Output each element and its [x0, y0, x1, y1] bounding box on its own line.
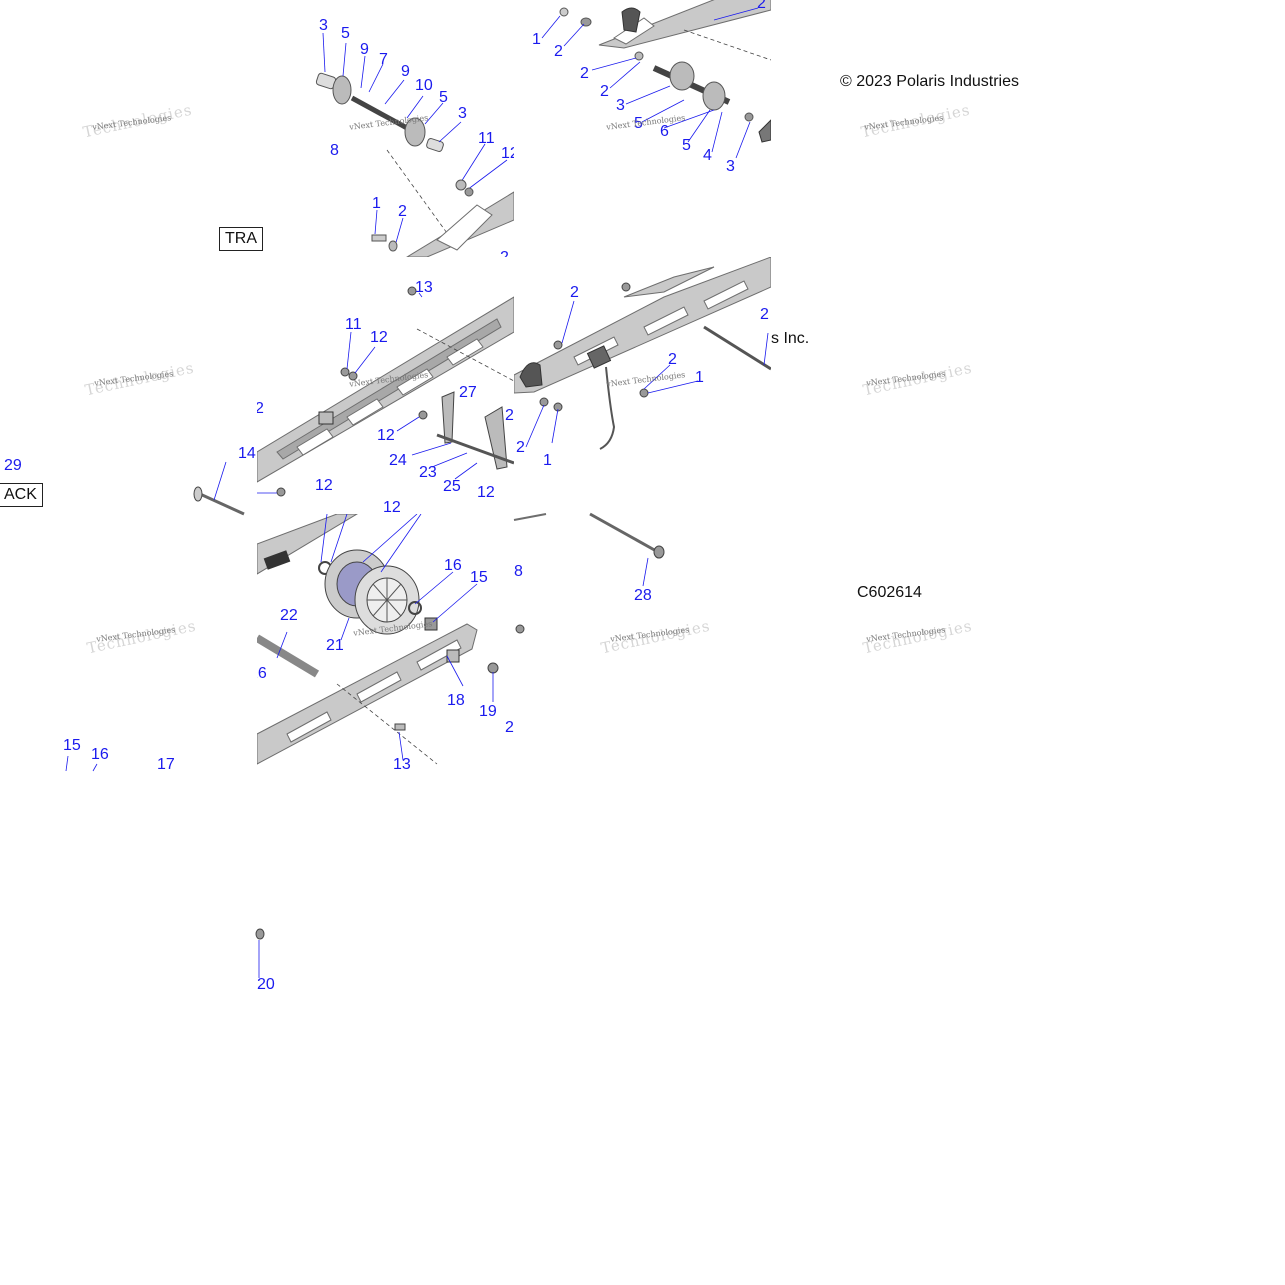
callout-t1-6: 6 [660, 123, 669, 140]
right-rail-drawing [514, 257, 771, 450]
callout-t1-2: 2 [580, 65, 589, 82]
callout-t2-4: 27 [459, 384, 477, 401]
callout-t0-13: 2 [500, 250, 509, 258]
callout-t1-3: 2 [600, 83, 609, 100]
callout-t4-11: 15 [63, 737, 81, 754]
copyright-text: © 2023 Polaris Industries [840, 73, 1019, 90]
callout-t4-2: 15 [470, 569, 488, 586]
front-idler-drawing [541, 0, 771, 159]
callout-t3-0: 2 [570, 284, 579, 301]
callout-t2-13: 29 [4, 457, 22, 474]
callout-t4-15: 20 [257, 976, 275, 993]
diagram-tile-front-idler: 1 2 2 2 3 5 6 5 4 3 2 vNext Technologies [514, 0, 771, 257]
callout-t0-11: 1 [372, 195, 381, 212]
callout-t3-1: 2 [668, 351, 677, 368]
callout-t2-10: 12 [477, 484, 495, 501]
callout-t4-10: 13 [393, 756, 411, 772]
track-label: TRA [219, 227, 263, 251]
callout-t4-8: 19 [479, 703, 497, 720]
diagram-tile-right-rail: 2 2 2 1 1 2 vNext Technologies [514, 257, 771, 514]
callout-t1-9: 3 [726, 158, 735, 175]
callout-t1-10: 2 [757, 0, 766, 12]
callout-t0-3: 7 [379, 51, 388, 68]
diagram-code: C602614 [857, 584, 922, 601]
callout-t1-1: 2 [554, 43, 563, 60]
callout-t2-9: 25 [443, 478, 461, 495]
callout-t0-1: 5 [341, 25, 350, 42]
callout-t3-4: 1 [543, 452, 552, 469]
callout-t1-7: 5 [682, 137, 691, 154]
callout-t3-3: 1 [695, 369, 704, 386]
company-text: s Inc. [771, 330, 810, 347]
callout-t1-8: 4 [703, 147, 712, 164]
callout-t4-9: 2 [505, 719, 514, 736]
callout-t0-5: 10 [415, 77, 433, 94]
back-label: ACK [0, 483, 43, 507]
callout-t0-9: 11 [478, 130, 495, 147]
callout-t0-2: 9 [360, 41, 369, 58]
callout-t4-0: 12 [383, 499, 401, 516]
callout-t1-4: 3 [616, 97, 625, 114]
callout-t0-7: 3 [458, 105, 467, 122]
callout-t2-1: 11 [345, 316, 362, 333]
callout-t2-11: 14 [238, 445, 256, 462]
callout-t4-5: 21 [326, 637, 344, 654]
callout-t0-8: 8 [330, 142, 339, 159]
callout-t0-4: 9 [401, 63, 410, 80]
callout-t0-6: 5 [439, 89, 448, 106]
callout-t2-8: 23 [419, 464, 437, 481]
callout-t4-1: 16 [444, 557, 462, 574]
callout-t4-7: 18 [447, 692, 465, 709]
diagram-tile-wheels: 16 15 22 21 26 18 19 2 13 vNext Technolo… [257, 514, 514, 771]
diagram-tile-rear-shaft: 3 5 9 7 9 10 5 3 8 11 12 1 2 2 vNext Tec… [257, 0, 514, 257]
callout-t4-14: 28 [634, 587, 652, 604]
callout-t4-3: 8 [514, 563, 523, 580]
callout-t2-2: 12 [370, 329, 388, 346]
wheels-drawing [257, 514, 499, 765]
callout-t4-13: 17 [157, 756, 175, 773]
callout-t0-10: 12 [501, 145, 514, 162]
callout-t2-14: 2 [257, 400, 264, 417]
callout-t1-5: 5 [634, 115, 643, 132]
callout-t0-0: 3 [319, 17, 328, 34]
rear-shaft-drawing [315, 32, 514, 257]
callout-t2-12: 12 [315, 477, 333, 494]
callout-t2-7: 24 [389, 452, 407, 469]
callout-t3-5: 2 [516, 439, 525, 456]
callout-t3-2: 2 [760, 306, 769, 323]
callout-t4-4: 22 [280, 607, 298, 624]
callout-t2-5: 2 [505, 407, 514, 424]
callout-t2-3: 12 [377, 427, 395, 444]
callout-t0-12: 2 [398, 203, 407, 220]
callout-t4-12: 16 [91, 746, 109, 763]
callout-t4-6: 26 [257, 665, 267, 682]
callout-t1-0: 1 [532, 31, 541, 48]
diagram-tile-left-rail: 13 11 12 12 27 2 2 24 23 25 12 2 vNext T… [257, 257, 514, 514]
left-rail-drawing [257, 286, 514, 497]
callout-t2-0: 13 [415, 279, 433, 296]
